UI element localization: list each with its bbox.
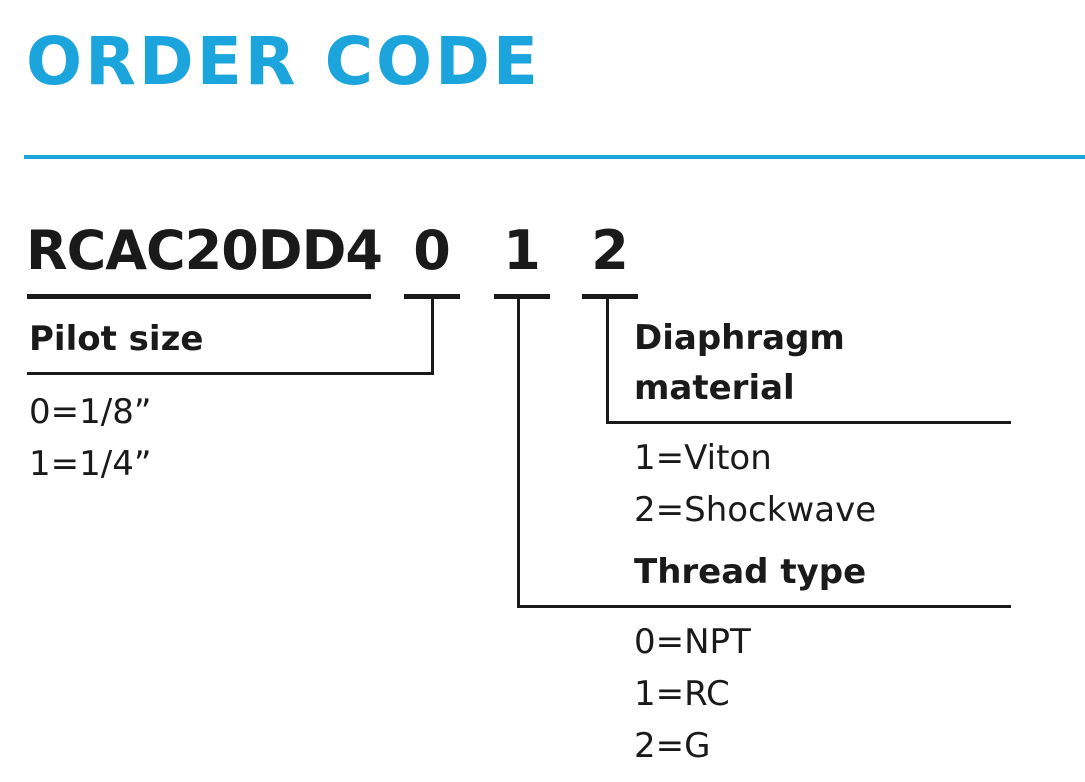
pilot-size-connector-vertical bbox=[431, 299, 434, 375]
thread-type-connector-horizontal bbox=[517, 605, 1011, 608]
pilot-size-option: 0=1/8” bbox=[29, 392, 152, 432]
pilot-size-connector-horizontal bbox=[27, 372, 434, 375]
order-code-base: RCAC20DD4 bbox=[26, 219, 383, 282]
thread-type-option: 2=G bbox=[634, 726, 711, 766]
diaphragm-material-option: 2=Shockwave bbox=[634, 490, 877, 530]
thread-type-heading: Thread type bbox=[634, 552, 867, 592]
thread-type-option: 0=NPT bbox=[634, 622, 751, 662]
diaphragm-material-heading-line1: Diaphragm bbox=[634, 318, 845, 358]
digit-1-underline bbox=[404, 294, 460, 299]
order-code-digit-pilot-size: 0 bbox=[413, 219, 451, 282]
pilot-size-heading: Pilot size bbox=[29, 319, 204, 359]
digit-3-underline bbox=[582, 294, 638, 299]
digit-2-underline bbox=[494, 294, 550, 299]
thread-type-option: 1=RC bbox=[634, 674, 730, 714]
title-divider bbox=[24, 155, 1085, 159]
diaphragm-connector-vertical bbox=[606, 299, 609, 424]
diaphragm-connector-horizontal bbox=[606, 421, 1011, 424]
pilot-size-option: 1=1/4” bbox=[29, 444, 152, 484]
diaphragm-material-heading-line2: material bbox=[634, 368, 795, 408]
page-title: ORDER CODE bbox=[26, 23, 542, 100]
thread-type-connector-vertical bbox=[517, 299, 520, 608]
order-code-digit-thread-type: 1 bbox=[503, 219, 541, 282]
order-code-digit-diaphragm: 2 bbox=[591, 219, 629, 282]
diaphragm-material-option: 1=Viton bbox=[634, 438, 772, 478]
code-base-underline bbox=[27, 294, 371, 299]
